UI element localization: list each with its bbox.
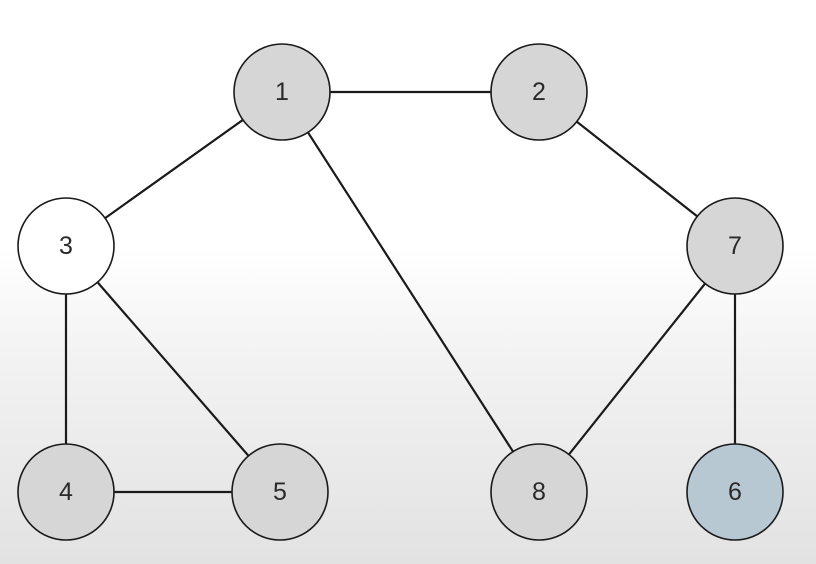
node-circle-1 <box>233 43 331 141</box>
node-circle-8 <box>490 443 588 541</box>
graph-node-1: 1 <box>233 43 331 141</box>
graph-node-8: 8 <box>490 443 588 541</box>
node-label-5: 5 <box>273 478 287 506</box>
node-circle-7 <box>686 197 784 295</box>
graph-nodes: 1 2 3 4 5 6 7 8 <box>17 43 784 541</box>
graph-node-7: 7 <box>686 197 784 295</box>
edge-3-5 <box>64 244 282 494</box>
node-circle-5 <box>231 443 329 541</box>
node-label-1: 1 <box>275 78 289 106</box>
node-circle-2 <box>490 43 588 141</box>
edge-7-8 <box>537 244 737 494</box>
node-label-8: 8 <box>532 478 546 506</box>
graph-node-4: 4 <box>17 443 115 541</box>
graph-node-2: 2 <box>490 43 588 141</box>
node-circle-3 <box>17 197 115 295</box>
node-circle-4 <box>17 443 115 541</box>
graph-edges <box>64 90 737 494</box>
graph-node-5: 5 <box>231 443 329 541</box>
node-label-7: 7 <box>728 232 742 260</box>
edge-1-8 <box>280 90 541 494</box>
graph-node-6: 6 <box>686 443 784 541</box>
node-circle-6 <box>686 443 784 541</box>
node-label-4: 4 <box>59 478 73 506</box>
node-label-3: 3 <box>59 232 73 260</box>
node-label-2: 2 <box>532 78 546 106</box>
node-label-6: 6 <box>728 478 742 506</box>
graph-node-3: 3 <box>17 197 115 295</box>
